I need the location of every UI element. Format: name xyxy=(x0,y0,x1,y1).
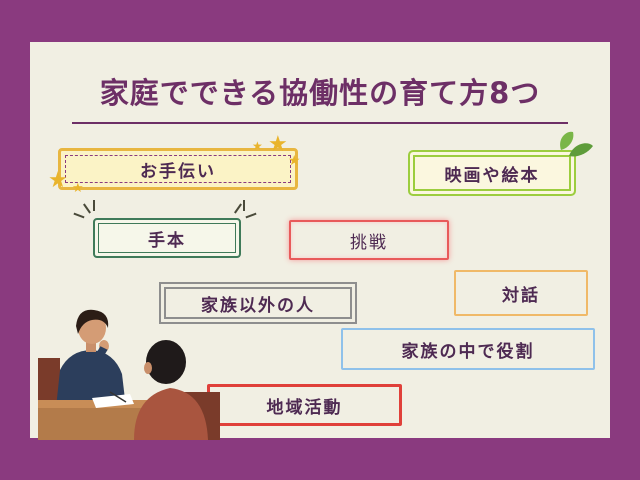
sparkle-ray-icon xyxy=(93,200,95,211)
conversation-illustration xyxy=(38,309,220,440)
tag-chiiki: 地域活動 xyxy=(207,384,402,426)
tag-otetsudai: お手伝い xyxy=(58,148,298,190)
star-icon: ★ xyxy=(288,153,301,169)
page-title: 家庭でできる協働性の育て方8つ xyxy=(99,76,541,110)
tag-eiga: 映画や絵本 xyxy=(408,150,576,196)
star-icon: ★ xyxy=(48,168,68,193)
sparkle-ray-icon xyxy=(243,200,245,211)
tag-yakuwari: 家族の中で役割 xyxy=(341,328,595,370)
tag-tehon: 手本 xyxy=(93,218,241,258)
tag-chosen: 挑戦 xyxy=(289,220,449,260)
tag-taiwa: 対話 xyxy=(454,270,588,316)
star-icon: ★ xyxy=(72,181,84,196)
title-underline xyxy=(72,122,568,124)
leaf-icon xyxy=(560,131,593,157)
tag-kazokuigai: 家族以外の人 xyxy=(159,282,357,324)
star-icon: ★ xyxy=(252,139,263,153)
star-icon: ★ xyxy=(268,132,288,157)
